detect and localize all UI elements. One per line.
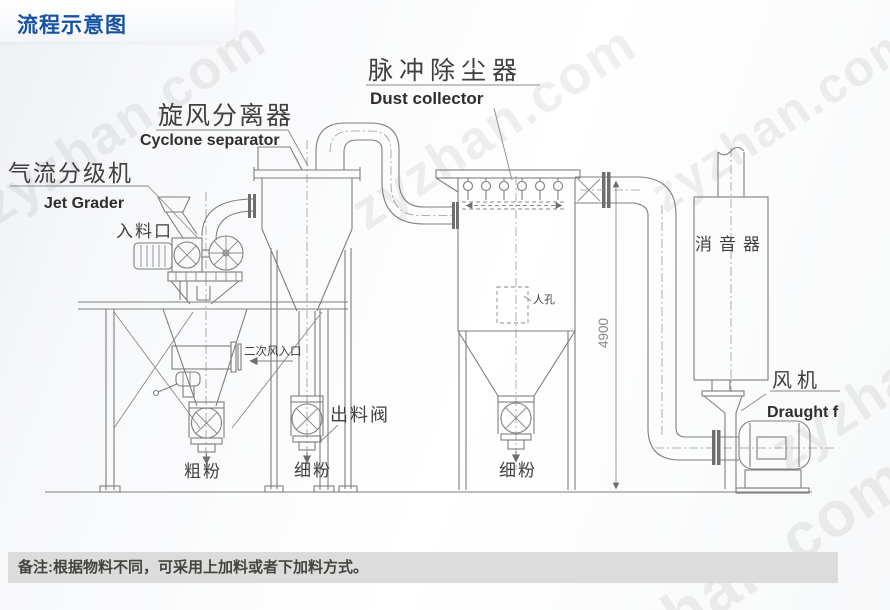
note-bar: 备注:根据物料不同，可采用上加料或者下加料方式。	[8, 552, 838, 583]
cyclone-label-en: Cyclone separator	[140, 132, 280, 149]
fine-powder-label-cyclone: 细粉	[294, 461, 332, 480]
coarse-powder-label: 粗粉	[184, 462, 222, 481]
pulse-valves	[462, 178, 564, 200]
dust-collector	[435, 169, 581, 490]
title-box	[0, 0, 235, 42]
dust-collector-label-cn: 脉冲除尘器	[368, 57, 523, 85]
draught-fan	[735, 393, 811, 494]
dust-collector-label-en: Dust collector	[370, 89, 484, 108]
cyclone-to-dust-collector-pipe	[315, 122, 459, 229]
feed-inlet-label: 入料口	[116, 222, 173, 241]
fine-powder-label-dust: 细粉	[499, 461, 537, 480]
cyclone-label-cn: 旋风分离器	[158, 102, 293, 130]
labels: 气流分级机 Jet Grader 入料口 旋风分离器 Cyclone separ…	[8, 57, 840, 481]
height-dimension: 4900	[596, 180, 620, 490]
cyclone-separator	[253, 140, 361, 493]
fan-label-en: Draught f	[767, 404, 839, 421]
secondary-air-inlet-label: 二次风入口	[244, 344, 302, 358]
outlet-duct-and-downpipe	[575, 172, 836, 465]
muffler	[693, 146, 769, 489]
muffler-label: 消音器	[695, 235, 767, 254]
fan-label-cn: 风 机	[772, 369, 817, 392]
discharge-valve-label: 出料阀	[330, 405, 390, 425]
grader-to-cyclone-pipe	[201, 194, 256, 241]
jet-grader-label-en: Jet Grader	[44, 195, 124, 212]
jet-grader-label-cn: 气流分级机	[8, 161, 133, 186]
height-dimension-value: 4900	[596, 318, 611, 348]
jet-grader-assembly	[78, 192, 348, 493]
manhole-label: 人孔	[533, 293, 555, 306]
page-title: 流程示意图	[17, 14, 127, 37]
